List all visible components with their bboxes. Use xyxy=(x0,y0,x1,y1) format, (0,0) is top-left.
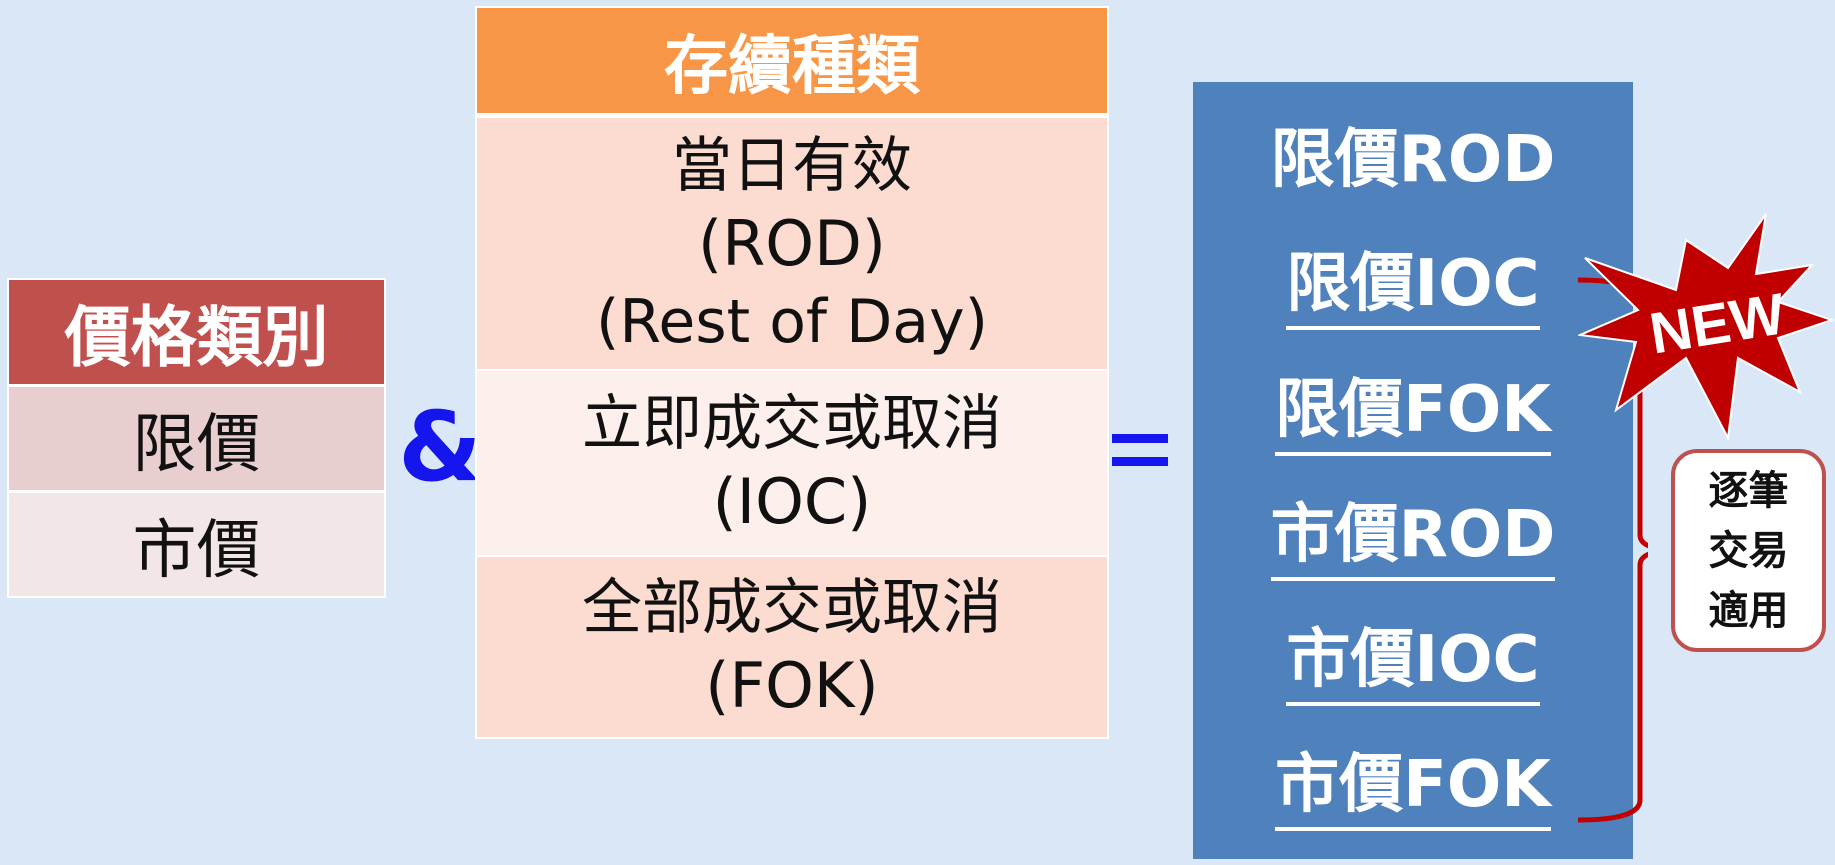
result-item-limit-rod: 限價ROD xyxy=(1193,120,1633,202)
duration-row-fok: 全部成交或取消 (FOK) xyxy=(477,557,1107,737)
equals-bar-top xyxy=(1112,434,1168,443)
result-item-limit-ioc: 限價IOC xyxy=(1193,244,1633,330)
result-item-label: 市價IOC xyxy=(1286,620,1540,706)
note-line: 交易 xyxy=(1708,527,1789,574)
result-item-market-rod: 市價ROD xyxy=(1193,495,1633,581)
duration-row-ioc-line: 立即成交或取消 xyxy=(582,389,1002,459)
duration-type-table: 存續種類 當日有效 (ROD) (Rest of Day) 立即成交或取消 (I… xyxy=(475,6,1109,739)
duration-row-fok-line: (FOK) xyxy=(705,649,879,722)
price-type-header: 價格類別 xyxy=(9,280,384,384)
equals-operator xyxy=(1108,420,1172,480)
note-line: 逐筆 xyxy=(1708,467,1789,514)
result-item-label: 限價FOK xyxy=(1275,370,1551,456)
duration-row-rod-line: 當日有效 xyxy=(672,130,912,201)
duration-row-ioc-line: (IOC) xyxy=(712,465,872,538)
duration-row-fok-line: 全部成交或取消 xyxy=(582,573,1002,643)
equals-bar-bottom xyxy=(1112,457,1168,466)
duration-row-rod-line: (Rest of Day) xyxy=(596,286,988,357)
price-type-row-limit: 限價 xyxy=(9,387,384,490)
duration-row-ioc: 立即成交或取消 (IOC) xyxy=(477,371,1107,555)
result-item-label: 限價IOC xyxy=(1286,244,1540,330)
result-item-label: 市價FOK xyxy=(1275,745,1551,831)
price-type-row-market: 市價 xyxy=(9,493,384,596)
result-item-label: 限價ROD xyxy=(1270,123,1556,197)
duration-row-rod-line: (ROD) xyxy=(698,206,886,280)
price-type-table: 價格類別 限價 市價 xyxy=(7,278,386,598)
result-item-label: 市價ROD xyxy=(1270,495,1556,581)
result-item-market-ioc: 市價IOC xyxy=(1193,620,1633,706)
note-line: 適用 xyxy=(1708,587,1789,634)
new-starburst-icon: NEW xyxy=(1578,213,1835,440)
ampersand-operator: & xyxy=(398,391,482,503)
note-callout: 逐筆 交易 適用 xyxy=(1671,449,1826,652)
duration-type-header: 存續種類 xyxy=(477,8,1107,113)
result-combinations-panel: 限價ROD 限價IOC 限價FOK 市價ROD 市價IOC 市價FOK xyxy=(1193,82,1633,859)
result-item-market-fok: 市價FOK xyxy=(1193,745,1633,831)
duration-row-rod: 當日有效 (ROD) (Rest of Day) xyxy=(477,118,1107,369)
result-item-limit-fok: 限價FOK xyxy=(1193,370,1633,456)
